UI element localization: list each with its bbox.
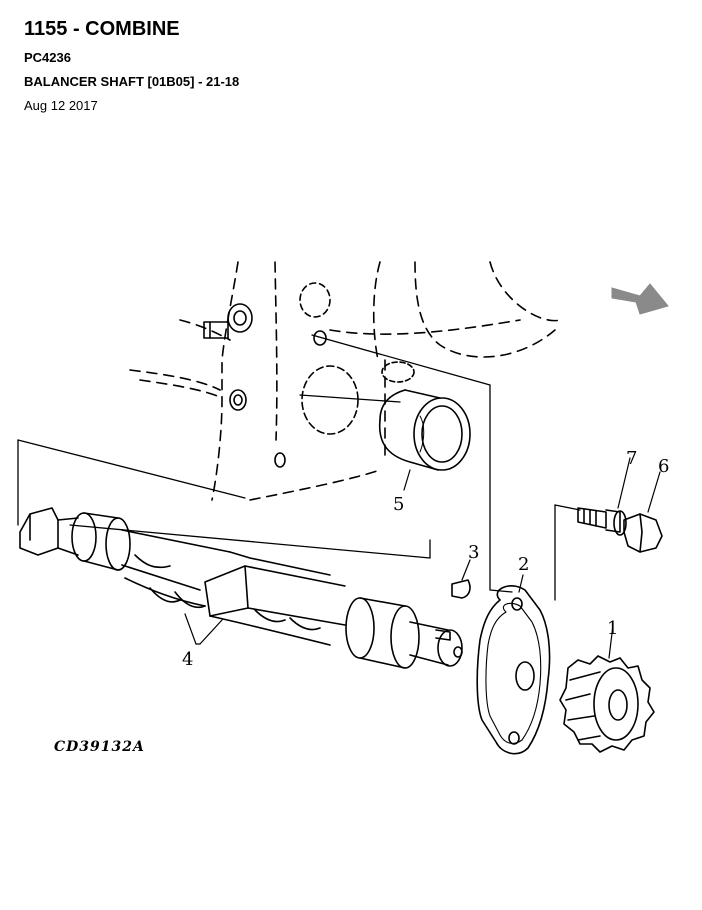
housing-holes — [227, 282, 415, 468]
publication-date: Aug 12 2017 — [24, 98, 98, 113]
callout-2: 2 — [518, 554, 529, 575]
callout-3: 3 — [468, 542, 479, 563]
key-part-3 — [451, 559, 471, 599]
explode-frame — [17, 334, 581, 601]
callout-1: 1 — [607, 618, 618, 639]
page-title: 1155 - COMBINE — [24, 18, 180, 40]
figure-code: CD39132A — [54, 739, 145, 755]
leader-lines-part-4 — [184, 613, 223, 645]
callout-4: 4 — [182, 649, 193, 670]
callout-7: 7 — [626, 448, 637, 469]
balancer-shaft-part-4 — [19, 507, 463, 669]
engine-housing — [129, 261, 561, 501]
view-arrow-icon — [611, 283, 669, 315]
leader-line-part-5 — [403, 469, 411, 491]
housing-bolt — [203, 321, 229, 339]
nut-part-6 — [623, 471, 663, 553]
plate-part-2 — [476, 574, 551, 755]
callout-6: 6 — [658, 456, 669, 477]
bushing-part-5 — [378, 389, 471, 471]
gear-part-1 — [559, 624, 655, 753]
section-title: BALANCER SHAFT [01B05] - 21-18 — [24, 74, 240, 89]
stud-part-7 — [577, 457, 631, 536]
callout-5: 5 — [393, 494, 404, 515]
model-number: PC4236 — [24, 50, 71, 65]
